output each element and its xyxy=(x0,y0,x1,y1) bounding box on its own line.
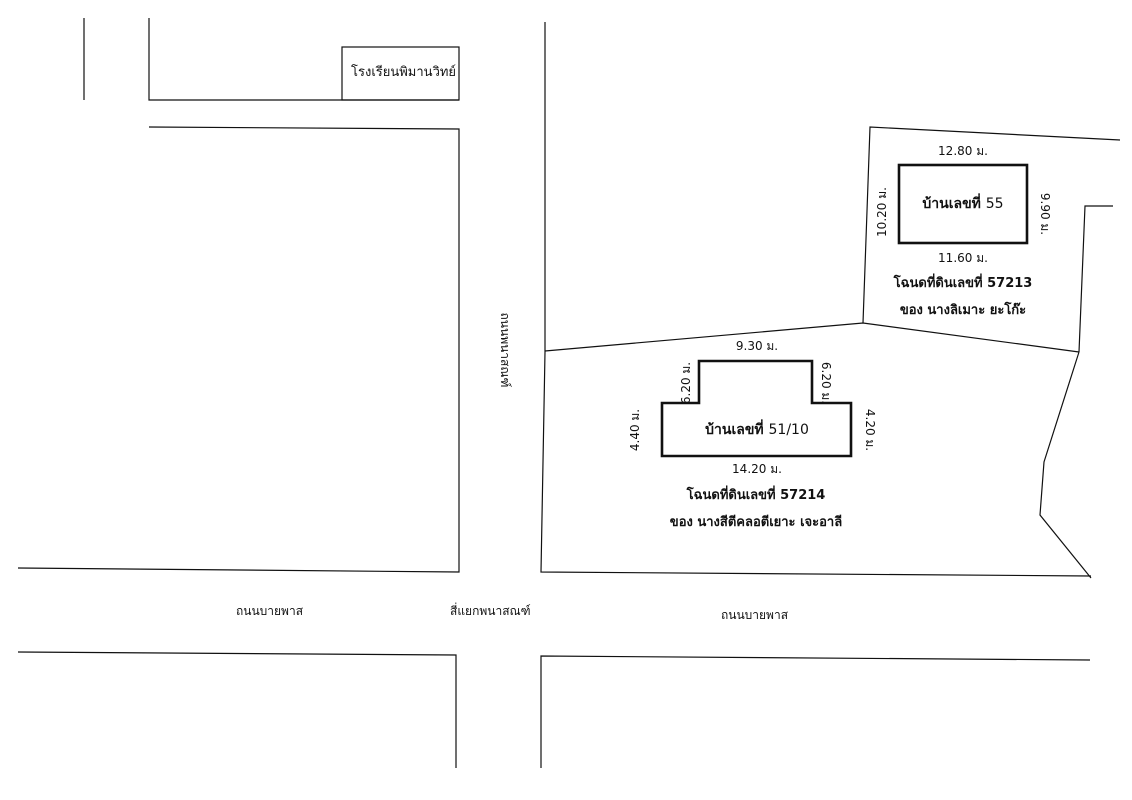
dim-left-51-10: 4.40 ม. xyxy=(628,408,642,452)
dim-inner-left-51-10: 6.20 ม. xyxy=(679,361,693,405)
building-55 xyxy=(897,163,1029,245)
house-label-51-10: บ้านเลขที่ 51/10 xyxy=(705,423,809,437)
dim-inner-right-51-10: 6.20 ม. xyxy=(819,361,833,405)
dim-left-55: 10.20 ม. xyxy=(875,187,889,237)
right-irregular-boundary xyxy=(1039,351,1092,579)
upper-parcel-right-boundary xyxy=(1078,205,1113,353)
building-51-10 xyxy=(660,359,853,458)
deed-label-55: โฉนดที่ดินเลขที่ 57213 xyxy=(893,276,1033,291)
dim-right-55: 9.90 ม. xyxy=(1038,192,1052,236)
dim-bottom-51-10: 14.20 ม. xyxy=(732,462,782,476)
house-prefix: บ้านเลขที่ xyxy=(705,422,764,438)
road-label-phanasanikhom: ถนนพนาสณฑ์ xyxy=(498,312,512,388)
house-prefix: บ้านเลขที่ xyxy=(922,196,981,212)
bottom-right-block-boundary xyxy=(540,655,1091,768)
bottom-left-block-boundary xyxy=(17,651,457,768)
house-label-55: บ้านเลขที่ 55 xyxy=(922,197,1003,211)
upper-parcel-boundary xyxy=(862,126,1121,324)
lower-parcel-boundary xyxy=(540,351,1092,577)
road-label-bypass-right: ถนนบายพาส xyxy=(721,608,789,622)
owner-label-51-10: ของ นางสีตีคลอตีเยาะ เจะอาลี xyxy=(669,515,843,530)
owner-label-55: ของ นางลิเมาะ ยะโก๊ะ xyxy=(899,303,1027,318)
deed-label-51-10: โฉนดที่ดินเลขที่ 57214 xyxy=(686,488,826,503)
dim-right-51-10: 4.20 ม. xyxy=(863,408,877,452)
road-label-bypass-left: ถนนบายพาส xyxy=(236,604,304,618)
left-block-boundary xyxy=(17,126,460,573)
intersection-label: สี่แยกพนาสณฑ์ xyxy=(450,604,531,618)
parcel-divider xyxy=(544,322,1080,353)
house-number: 51/10 xyxy=(768,422,809,438)
school-block-boundary xyxy=(148,18,459,101)
school-box xyxy=(341,46,460,101)
dim-top-51-10: 9.30 ม. xyxy=(735,339,779,353)
dim-top-55: 12.80 ม. xyxy=(938,144,988,158)
school-label: โรงเรียนพิมานวิทย์ xyxy=(351,65,457,80)
dim-bottom-55: 11.60 ม. xyxy=(938,251,988,265)
house-number: 55 xyxy=(985,196,1004,212)
